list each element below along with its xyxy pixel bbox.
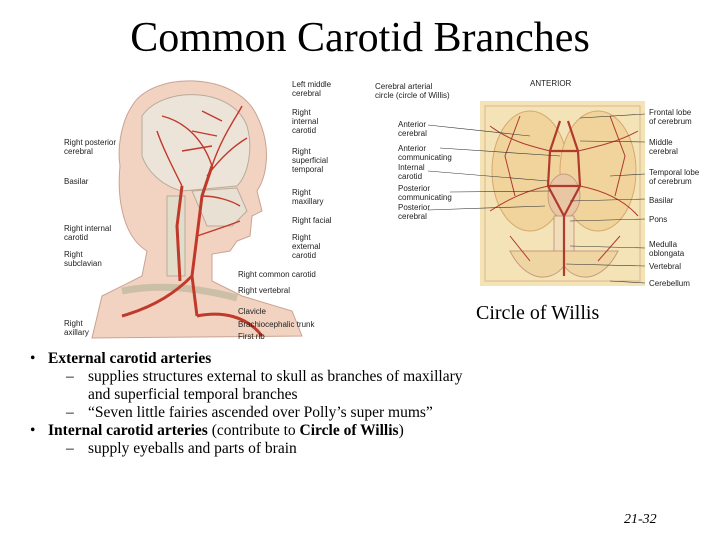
sub-bullet-text: supplies structures external to skull as…: [88, 368, 463, 403]
bullet-heading: Internal carotid arteries: [48, 422, 208, 439]
bullet-item: • Internal carotid arteries (contribute …: [30, 422, 470, 440]
page-number: 21-32: [624, 512, 657, 527]
label-basilar: Basilar: [64, 177, 89, 186]
head-neck-arteries-figure: Right posterior cerebral Basilar Right i…: [62, 76, 362, 344]
sub-bullet-item: – supply eyeballs and parts of brain: [66, 440, 297, 457]
label-right-internal-carotid: Right internal carotid: [64, 224, 112, 242]
sub-bullet-item: – “Seven little fairies ascended over Po…: [66, 404, 433, 421]
label-first-rib: First rib: [238, 332, 265, 341]
label-medulla-oblongata: Medulla oblongata: [649, 240, 685, 258]
label-cerebellum: Cerebellum: [649, 279, 690, 288]
label-right-internal-carotid-2: Right internal carotid: [292, 108, 319, 135]
figure-caption: Circle of Willis: [476, 302, 600, 324]
label-anterior: ANTERIOR: [530, 79, 572, 88]
bullet-marker: •: [30, 422, 36, 439]
sub-bullet-text: supply eyeballs and parts of brain: [88, 440, 297, 457]
label-right-posterior-cerebral: Right posterior cerebral: [64, 138, 117, 156]
label-anterior-cerebral: Anterior cerebral: [398, 120, 427, 138]
label-right-axillary: Right axillary: [64, 319, 89, 337]
label-left-middle-cerebral: Left middle cerebral: [292, 80, 332, 98]
bullet-marker: •: [30, 350, 36, 367]
label-cerebral-arterial-circle: Cerebral arterial circle (circle of Will…: [375, 82, 450, 100]
bullet-item: • External carotid arteries: [30, 350, 470, 368]
label-pons: Pons: [649, 215, 668, 224]
sub-bullet-item: – supplies structures external to skull …: [30, 368, 470, 404]
label-right-maxillary: Right maxillary: [292, 188, 324, 206]
bullet-heading: External carotid arteries: [48, 350, 212, 367]
label-vertebral: Vertebral: [649, 262, 682, 271]
label-right-subclavian: Right subclavian: [64, 250, 102, 268]
slide-title: Common Carotid Branches: [130, 15, 590, 61]
label-temporal-lobe: Temporal lobe of cerebrum: [649, 168, 700, 186]
brain-base-illustration: [427, 101, 646, 286]
bullet-list: • External carotid arteries – supplies s…: [30, 350, 470, 458]
label-right-external-carotid: Right external carotid: [292, 233, 321, 260]
bullet-text-end: ): [398, 422, 404, 439]
bullet-text: (contribute to: [207, 422, 300, 439]
label-middle-cerebral: Middle cerebral: [649, 138, 678, 156]
sub-bullet-text: “Seven little fairies ascended over Poll…: [88, 404, 433, 421]
label-posterior-cerebral: Posterior cerebral: [398, 203, 431, 221]
label-internal-carotid: Internal carotid: [398, 163, 425, 181]
label-posterior-communicating: Posterior communicating: [398, 184, 452, 202]
label-right-vertebral: Right vertebral: [238, 286, 291, 295]
label-right-superficial-temporal: Right superficial temporal: [292, 147, 329, 174]
circle-of-willis-figure: Cerebral arterial circle (circle of Will…: [370, 76, 700, 291]
label-clavicle: Clavicle: [238, 307, 267, 316]
label-brachiocephalic-trunk: Brachiocephalic trunk: [238, 320, 315, 329]
label-frontal-lobe: Frontal lobe of cerebrum: [649, 108, 692, 126]
label-anterior-communicating: Anterior communicating: [398, 144, 452, 162]
bullet-bold-term: Circle of Willis: [299, 422, 399, 439]
label-right-facial: Right facial: [292, 216, 332, 225]
label-right-common-carotid: Right common carotid: [238, 270, 316, 279]
label-basilar-2: Basilar: [649, 196, 674, 205]
head-neck-illustration: [91, 80, 303, 339]
